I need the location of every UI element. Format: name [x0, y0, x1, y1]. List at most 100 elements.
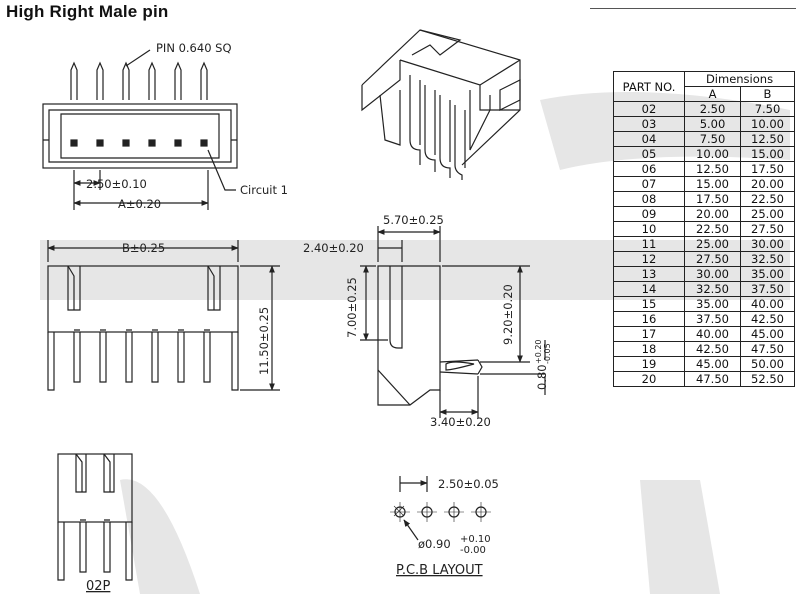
dim-b-cell: 50.00 — [740, 356, 795, 372]
dim-a-cell: 15.00 — [684, 176, 741, 192]
top-view-housing — [42, 103, 238, 169]
dim-a-cell: 37.50 — [684, 311, 741, 327]
part-no-cell: 13 — [613, 266, 685, 282]
dim-a-cell: 7.50 — [684, 131, 741, 147]
dim-b-cell: 40.00 — [740, 296, 795, 312]
front-view-pins — [73, 332, 211, 383]
dim-a-cell: 10.00 — [684, 146, 741, 162]
top-view-pins — [70, 61, 208, 100]
dim-b-cell: 17.50 — [740, 161, 795, 177]
side-bottom-label: 3.40±0.20 — [430, 415, 491, 429]
dim-a-cell: 47.50 — [684, 371, 741, 387]
pcb-pitch-label: 2.50±0.05 — [438, 477, 499, 491]
side-right-height-label: 9.20±0.20 — [501, 284, 515, 345]
dim-b-cell: 7.50 — [740, 101, 795, 117]
dim-a-cell: 22.50 — [684, 221, 741, 237]
part-no-cell: 06 — [613, 161, 685, 177]
pcb-hole-label: ø0.90 — [418, 537, 451, 551]
dim-b-cell: 52.50 — [740, 371, 795, 387]
top-view — [42, 49, 238, 210]
dim-a-cell: 25.00 — [684, 236, 741, 252]
dimensions-header: Dimensions — [684, 71, 795, 87]
circuit-label: Circuit 1 — [240, 183, 288, 197]
pin-leader — [125, 49, 151, 67]
dim-a-cell: 17.50 — [684, 191, 741, 207]
dim-b-cell: 25.00 — [740, 206, 795, 222]
two-pin-view — [57, 453, 133, 581]
dim-a-cell: 42.50 — [684, 341, 741, 357]
column-b-header: B — [740, 86, 795, 102]
dim-a-cell: 5.00 — [684, 116, 741, 132]
dim-b-cell: 42.50 — [740, 311, 795, 327]
height-label: 11.50±0.25 — [257, 307, 271, 375]
part-no-cell: 18 — [613, 341, 685, 357]
dim-b-cell: 32.50 — [740, 251, 795, 267]
side-offset-label: 2.40±0.20 — [303, 241, 364, 255]
side-width-label: 5.70±0.25 — [383, 213, 444, 227]
dim-b-cell: 20.00 — [740, 176, 795, 192]
pcb-hole-tol-plus: +0.10 — [460, 534, 491, 545]
side-view — [360, 226, 546, 418]
part-no-cell: 15 — [613, 296, 685, 312]
front-view — [47, 240, 280, 391]
dim-b-cell: 12.50 — [740, 131, 795, 147]
dim-b-cell: 30.00 — [740, 236, 795, 252]
dim-b-cell: 27.50 — [740, 221, 795, 237]
dim-a-cell: 35.00 — [684, 296, 741, 312]
dim-a-cell: 27.50 — [684, 251, 741, 267]
front-view-housing — [47, 265, 239, 333]
dim-a-cell: 32.50 — [684, 281, 741, 297]
circuit-leader — [207, 149, 236, 191]
pin-note: PIN 0.640 SQ — [156, 41, 232, 55]
part-no-cell: 02 — [613, 101, 685, 117]
side-view-body — [377, 265, 441, 406]
part-no-cell: 09 — [613, 206, 685, 222]
a-dim-label: A±0.20 — [118, 197, 161, 211]
dim-a-cell: 12.50 — [684, 161, 741, 177]
isometric-view — [361, 29, 521, 180]
part-no-cell: 19 — [613, 356, 685, 372]
top-view-pads — [70, 139, 208, 147]
side-left-height-label: 7.00±0.25 — [345, 277, 359, 338]
dim-b-cell: 47.50 — [740, 341, 795, 357]
part-no-cell: 11 — [613, 236, 685, 252]
dim-b-cell: 45.00 — [740, 326, 795, 342]
header-rule — [590, 8, 796, 9]
part-no-cell: 08 — [613, 191, 685, 207]
part-no-cell: 03 — [613, 116, 685, 132]
pin-thickness-label: 0.80 — [535, 364, 549, 390]
pcb-layout-label: P.C.B LAYOUT — [396, 563, 483, 578]
column-a-header: A — [684, 86, 741, 102]
part-no-cell: 20 — [613, 371, 685, 387]
dim-b-cell: 22.50 — [740, 191, 795, 207]
part-no-cell: 16 — [613, 311, 685, 327]
pin-tol-plus: +0.20 — [534, 339, 543, 364]
part-no-cell: 10 — [613, 221, 685, 237]
part-no-cell: 04 — [613, 131, 685, 147]
pcb-hole-tol-minus: -0.00 — [460, 545, 486, 556]
dim-a-cell: 2.50 — [684, 101, 741, 117]
dim-a-cell: 30.00 — [684, 266, 741, 282]
pcb-layout — [390, 476, 491, 541]
dim-b-cell: 35.00 — [740, 266, 795, 282]
dim-b-cell: 37.50 — [740, 281, 795, 297]
pitch-label: 2.50±0.10 — [86, 177, 147, 191]
